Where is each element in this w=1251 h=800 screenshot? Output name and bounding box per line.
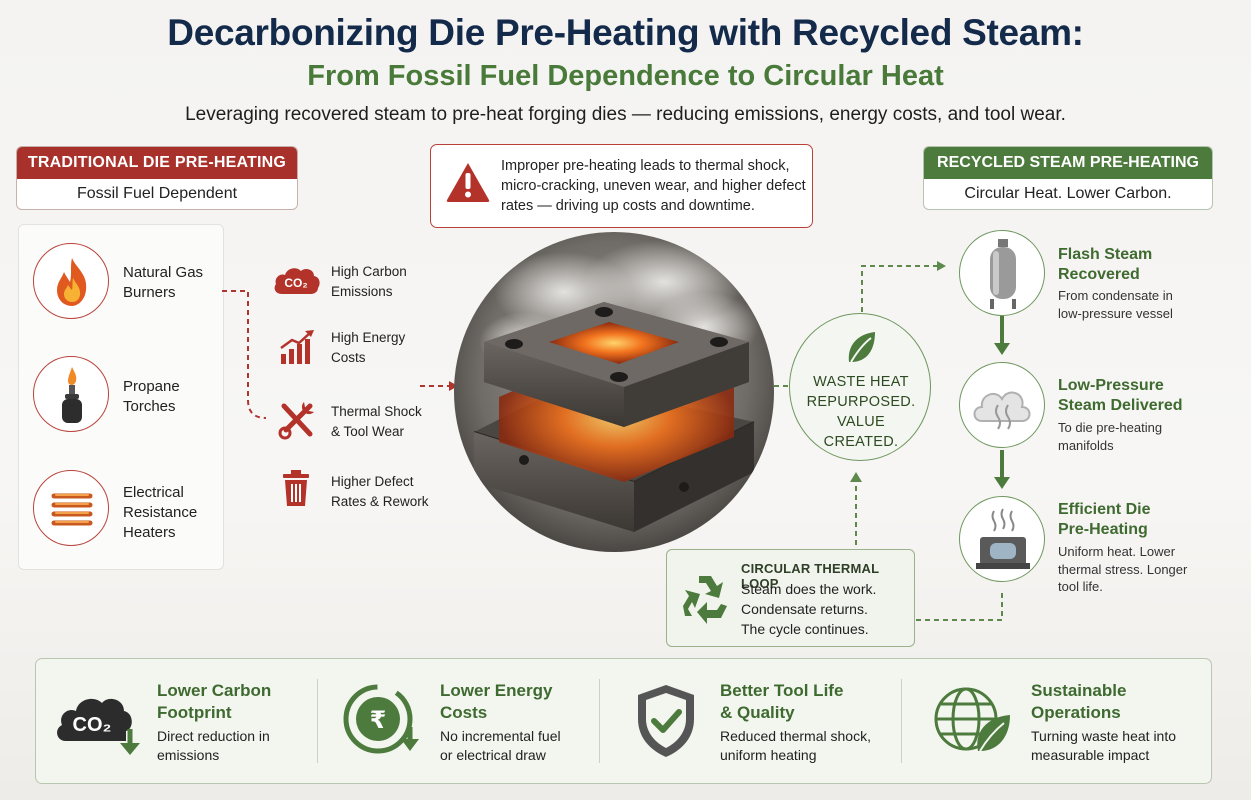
source-electrical-heater: [33, 470, 109, 546]
benefit-divider: [317, 679, 318, 763]
loop-title: CIRCULAR THERMAL LOOP: [741, 561, 880, 591]
benefit-tool-life-desc: Reduced thermal shock, uniform heating: [720, 728, 871, 763]
recycle-icon: [683, 576, 727, 624]
circular-loop-box: CIRCULAR THERMAL LOOP Steam does the wor…: [666, 549, 915, 647]
page-subtitle: From Fossil Fuel Dependence to Circular …: [307, 60, 944, 92]
loop-line-3: The cycle continues.: [741, 621, 869, 637]
source-propane-label: Propane Torches: [123, 378, 180, 415]
benefit-energy-title: Lower Energy Costs: [440, 681, 553, 722]
recycled-header: RECYCLED STEAM PRE-HEATING Circular Heat…: [923, 146, 1213, 210]
warning-callout: Improper pre-heating leads to thermal sh…: [430, 144, 813, 228]
benefit-energy-desc: No incremental fuel or electrical draw: [440, 728, 561, 763]
waste-heat-text: WASTE HEAT REPURPOSED. VALUE CREATED.: [806, 374, 916, 450]
step-low-pressure-desc: To die pre-heating manifolds: [1058, 420, 1163, 453]
step-low-pressure-title: Low-Pressure Steam Delivered: [1058, 377, 1183, 414]
steam-cloud-icon: [973, 391, 1031, 430]
leaf-icon: [848, 332, 875, 363]
impact-energy: High Energy Costs: [331, 330, 406, 365]
co2-cloud-icon: CO₂: [274, 268, 320, 294]
traditional-subtitle: Fossil Fuel Dependent: [76, 185, 238, 202]
rupee-icon-text: ₹: [370, 706, 387, 734]
propane-torch-icon: [62, 367, 82, 423]
page-title: Decarbonizing Die Pre-Heating with Recyc…: [167, 12, 1084, 53]
step-flash-steam-circle: [959, 230, 1045, 316]
fossil-sources-panel: Natural Gas Burners Propane Torches Elec…: [18, 224, 224, 570]
source-electrical-label: Electrical Resistance Heaters: [123, 484, 198, 541]
benefit-carbon-title: Lower Carbon Footprint: [157, 681, 272, 722]
benefit-sustainable-title: Sustainable Operations: [1031, 681, 1127, 722]
trash-icon: [283, 470, 309, 506]
page-tagline: Leveraging recovered steam to pre-heat f…: [185, 104, 1066, 125]
source-gas-burner: [33, 243, 109, 319]
benefit-tool-life-title: Better Tool Life & Quality: [720, 681, 844, 722]
shield-check-icon: [638, 685, 694, 757]
step-flash-steam-title: Flash Steam Recovered: [1058, 246, 1153, 283]
co2-down-icon: CO₂: [57, 698, 140, 755]
benefit-divider: [599, 679, 600, 763]
impact-defects: Higher Defect Rates & Rework: [331, 474, 429, 509]
heater-coil-icon: [51, 493, 93, 526]
benefit-divider: [901, 679, 902, 763]
recycled-title: RECYCLED STEAM PRE-HEATING: [924, 147, 1212, 179]
source-gas-label: Natural Gas Burners: [123, 264, 204, 301]
impact-thermal-shock: Thermal Shock & Tool Wear: [331, 404, 422, 439]
heated-die-illustration: [454, 232, 774, 552]
rising-costs-icon: [280, 330, 314, 364]
pressure-vessel-icon: [990, 239, 1016, 309]
co2-icon-text: CO₂: [284, 276, 307, 290]
benefit-sustainable-desc: Turning waste heat into measurable impac…: [1031, 728, 1177, 763]
loop-line-1: Steam does the work.: [741, 581, 877, 597]
source-propane-torch: [33, 356, 109, 432]
globe-leaf-icon: [934, 687, 1010, 752]
benefits-bar: CO₂ Lower Carbon Footprint Direct reduct…: [35, 658, 1212, 784]
recycled-subtitle: Circular Heat. Lower Carbon.: [964, 185, 1172, 202]
co2-down-icon-text: CO₂: [73, 714, 112, 736]
loop-line-2: Condensate returns.: [741, 601, 868, 617]
tools-icon: [278, 402, 314, 440]
step-die-preheat-title: Efficient Die Pre-Heating: [1058, 501, 1151, 538]
traditional-title: TRADITIONAL DIE PRE-HEATING: [17, 147, 297, 179]
benefit-carbon-desc: Direct reduction in emissions: [157, 728, 270, 763]
waste-heat-badge: WASTE HEAT REPURPOSED. VALUE CREATED.: [789, 313, 931, 461]
step-die-preheat-circle: [959, 496, 1045, 582]
step-flash-steam-desc: From condensate in low-pressure vessel: [1058, 288, 1173, 321]
impact-carbon: High Carbon Emissions: [331, 264, 407, 299]
traditional-header: TRADITIONAL DIE PRE-HEATING Fossil Fuel …: [16, 146, 298, 210]
warning-text: Improper pre-heating leads to thermal sh…: [501, 158, 806, 214]
rupee-savings-icon: ₹: [343, 684, 419, 754]
step-low-pressure-circle: [959, 362, 1045, 448]
warning-icon: [446, 163, 490, 202]
flame-icon: [57, 258, 87, 306]
heated-die-icon: [976, 508, 1030, 569]
step-die-preheat-desc: Uniform heat. Lower thermal stress. Long…: [1058, 544, 1188, 594]
